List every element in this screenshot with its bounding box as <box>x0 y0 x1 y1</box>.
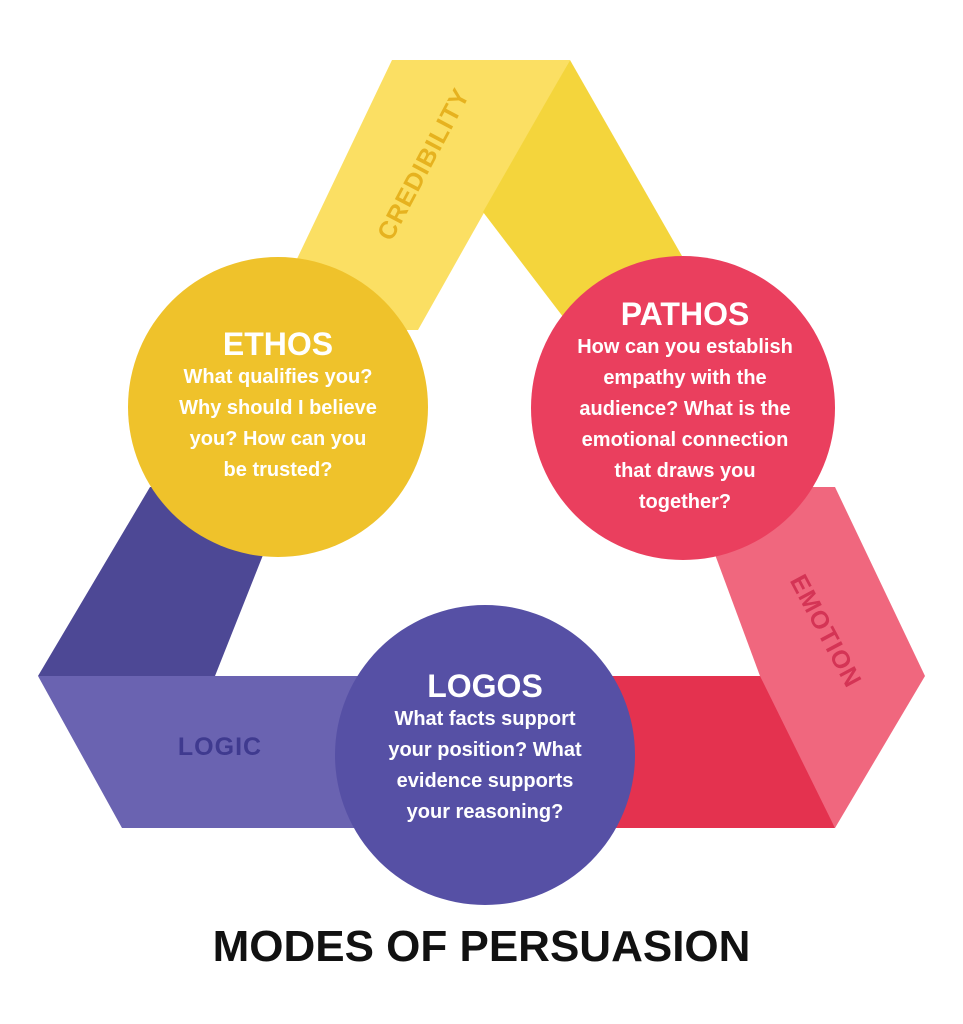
pathos-title: PATHOS <box>620 296 750 332</box>
logos-title: LOGOS <box>427 668 543 704</box>
ethos-circle <box>128 257 428 557</box>
ethos-line: you? How can you <box>189 428 367 450</box>
pathos-line: together? <box>638 491 732 513</box>
logos-line: your reasoning? <box>406 801 564 823</box>
ethos-line: be trusted? <box>223 459 333 481</box>
ethos-title: ETHOS <box>222 326 334 362</box>
credibility-band-light <box>263 60 570 330</box>
page-title: MODES OF PERSUASION <box>212 922 751 971</box>
logos-line: evidence supports <box>396 770 574 792</box>
pathos-line: emotional connection <box>581 429 789 451</box>
logic-band-label: LOGIC <box>177 733 263 761</box>
pathos-line: audience? What is the <box>579 398 791 420</box>
pathos-text-block: PATHOS How can you establish empathy wit… <box>550 296 820 518</box>
logos-line: What facts support <box>394 708 576 730</box>
ethos-line: Why should I believe <box>179 397 377 419</box>
pathos-line: that draws you <box>614 460 756 482</box>
ethos-line: What qualifies you? <box>183 366 373 388</box>
pathos-line: How can you establish <box>577 336 793 358</box>
emotion-band-light <box>690 487 925 828</box>
logos-text-block: LOGOS What facts support your position? … <box>360 668 610 828</box>
pathos-circle <box>531 256 835 560</box>
logos-line: your position? What <box>388 739 582 761</box>
ethos-text-block: ETHOS What qualifies you? Why should I b… <box>150 326 406 486</box>
logos-circle <box>335 605 635 905</box>
pathos-line: empathy with the <box>603 367 767 389</box>
